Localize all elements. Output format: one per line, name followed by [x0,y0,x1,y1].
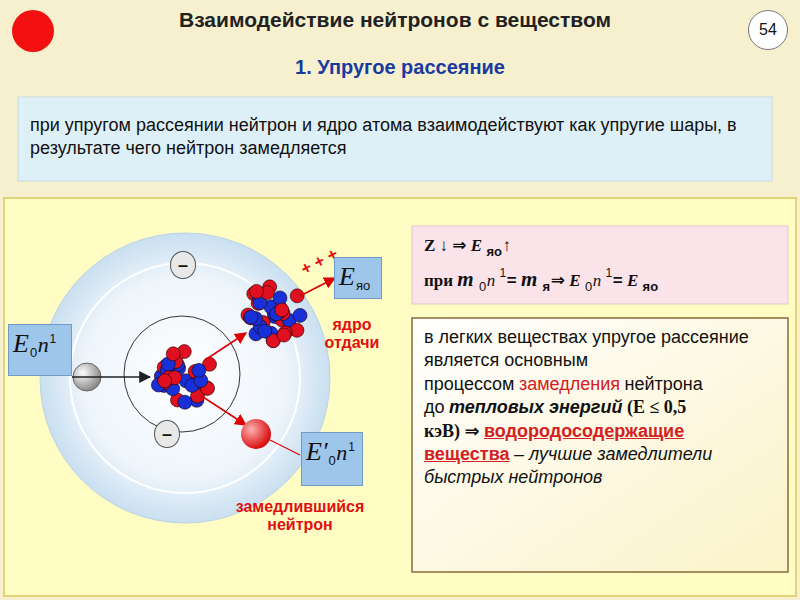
node-text: E [13,329,29,358]
nucleon [290,289,304,303]
node-text: 0 [479,279,486,294]
note-panel [412,318,788,572]
note-text: в легких веществах упругое рассеяние явл… [420,324,782,568]
node-text: ⇒ [464,421,479,441]
recoil-label: ядро отдачи [317,316,387,351]
recoil-nucleus [241,280,307,348]
node-text: E [339,262,355,291]
slowed-neutron [241,419,271,449]
node-text: Z [424,236,435,255]
node-text: E [569,271,580,290]
node-text: 1 [606,266,613,280]
node-text: ↓ [440,236,449,255]
node-text: 54 [759,21,777,39]
nucleon [258,324,272,338]
nucleon [273,291,287,305]
intro-text: при упругом рассеянии нейтрон и ядро ато… [26,112,766,174]
subtitle: 1. Упругое рассеяние [295,56,505,79]
node-text: ↑ [503,236,512,255]
nucleon [275,303,289,317]
atom-shell [40,233,330,523]
node-text: E′ [306,437,328,466]
nucleon [178,395,192,409]
neutron-label: замедлившийся нейтрон [215,498,385,533]
nucleon [293,308,307,322]
node-text: 0 [30,345,37,360]
node-text: E [627,271,638,290]
formula-box: Z↓⇒Eяо↑приm0n1=mя⇒E0n1=Eяо [420,230,782,300]
nucleon [277,328,291,342]
node-text: E [471,236,482,255]
node-text: тепловых энергий [449,397,622,417]
energy-box: Eяо [334,257,382,299]
node-text: 0 [585,279,592,294]
node-text: яо [486,244,502,259]
nucleon [243,311,257,325]
node-text: яо [356,278,370,293]
node-text: при упругом рассеянии нейтрон и ядро ато… [30,115,737,158]
inner-orbit [124,316,240,432]
outer-orbit [70,263,300,493]
nucleon [192,363,206,377]
nucleon [166,347,180,361]
node-text: – [162,424,172,445]
scatter-arrow [200,395,246,425]
node-text: ⇒ [452,236,466,255]
energy-box: E0n1 [8,324,72,376]
node-text: m [521,267,537,291]
neutron-path [72,376,150,378]
node-text: m [457,267,473,291]
energy-leader [300,278,335,296]
node-text: я [543,279,551,294]
node-text: n [38,332,49,357]
node-text: – [178,255,188,276]
nucleon [250,284,264,298]
nucleon [158,374,172,388]
node-text: 1 [50,332,57,346]
node-text: при [424,271,453,290]
intro-panel [18,97,772,181]
node-text: n [593,271,602,290]
nucleon [244,310,258,324]
node-text: 1 [348,440,355,454]
red-dot [12,10,54,52]
node-text: замедления [519,374,620,394]
formula-panel [412,226,788,304]
node-text: яо [643,279,659,294]
page-number: 54 [748,10,788,50]
node-text: 1 [500,266,507,280]
node-text: n [336,440,347,465]
node-text: 0 [329,453,336,468]
energy-box: E′0n1 [301,432,363,486]
node-text: = [507,271,517,290]
node-text: n [487,271,496,290]
illustration-panel [4,198,796,596]
recoil-arrow [205,333,246,360]
node-text: ⇒ [551,271,565,290]
slide-title: Взаимодействие нейтронов с веществом [0,8,790,32]
node-text: = [613,271,623,290]
slowed-leader [270,440,300,455]
